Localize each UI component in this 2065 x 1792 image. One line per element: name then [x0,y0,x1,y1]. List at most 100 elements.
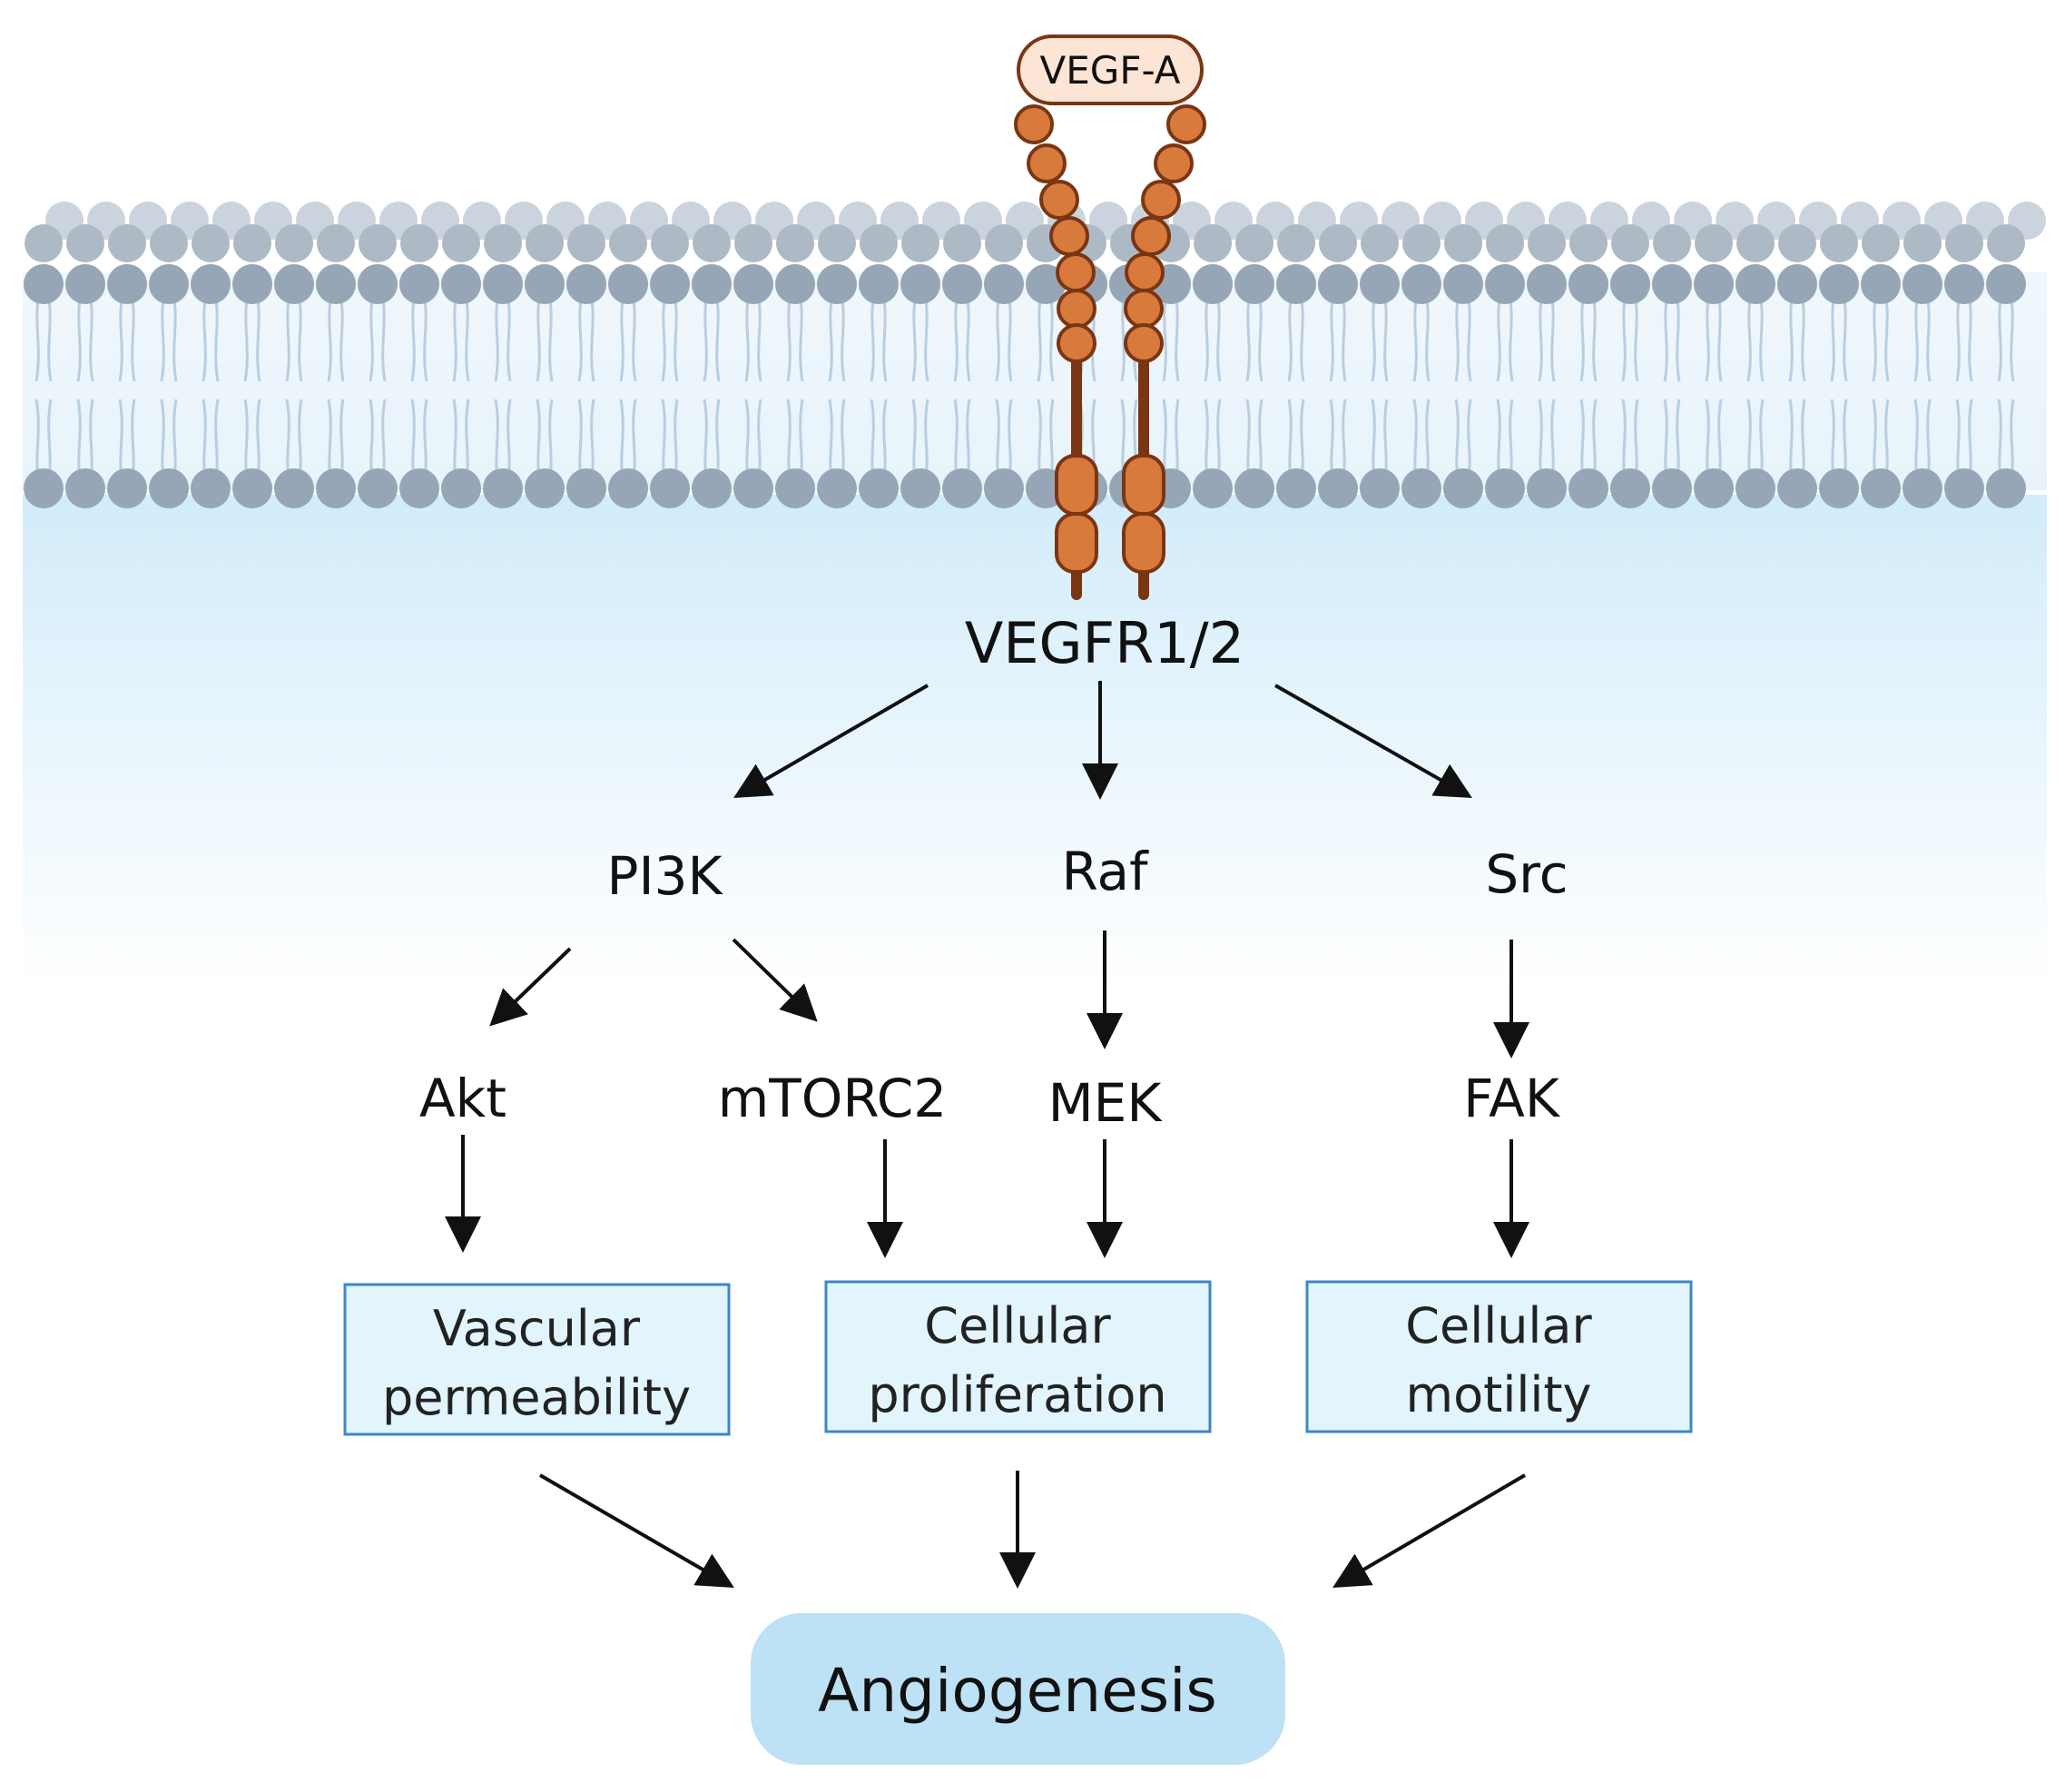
receptor-domain [1141,180,1181,220]
result-label: Angiogenesis [818,1656,1217,1726]
lipid-head [192,224,230,262]
cytoplasm-background [23,495,2047,990]
lipid-head [817,468,857,508]
lipid-head [1986,468,2026,508]
outcome-motility-line1: Cellular [1405,1297,1592,1354]
kinase-domain [1055,454,1098,516]
lipid-tail-upper [870,299,875,382]
lipid-head [817,264,857,304]
lipid-tail-upper [1496,299,1501,382]
lipid-head [1485,468,1525,508]
lipid-tail-upper [841,299,846,382]
lipid-tail-upper [1579,299,1585,382]
lipid-tail-upper [1746,299,1752,382]
lipid-head [985,224,1023,262]
lipid-head [1444,224,1482,262]
lipid-tail-upper [1258,299,1264,382]
lipid-head [1276,468,1316,508]
lipid-head [1568,468,1608,508]
lipid-tail-upper [715,299,721,382]
lipid-tail-upper [172,299,178,382]
lipid-head [191,468,231,508]
lipid-tail-upper [1454,299,1460,382]
lipid-head [316,468,356,508]
lipid-tail-upper [1717,299,1723,382]
cell-membrane [23,202,2047,508]
lipid-head [1778,224,1816,262]
lipid-tail-upper [1830,299,1835,382]
node-fak: FAK [1463,1068,1561,1129]
lipid-head [399,468,439,508]
lipid-tail-upper [674,299,679,382]
lipid-head [609,224,647,262]
lipid-tail-upper [1801,299,1806,382]
lipid-tail-upper [298,299,303,382]
lipid-tail-upper [966,299,971,382]
lipid-tail-upper [577,299,583,382]
arrow-vascular-to-angiogenesis [538,1473,734,1589]
outcome-motility-line2: motility [1406,1366,1592,1423]
outcome-box-motility [1305,1280,1693,1433]
lipid-head [526,224,564,262]
lipid-tail-upper [1705,299,1710,382]
lipid-head [525,468,565,508]
lipid-head [149,264,189,304]
lipid-head [859,264,899,304]
lipid-heads-inner-row [24,468,2026,508]
node-src: Src [1485,843,1568,905]
membrane-interior [23,272,2047,490]
lipid-head [775,264,815,304]
lipid-tail-upper [757,299,762,382]
arrow-motility-to-angiogenesis [1332,1473,1527,1589]
lipid-head [1528,224,1566,262]
arrow-receptor-to-src [1274,684,1472,798]
lipid-tail-upper [1245,299,1251,382]
lipid-tail-upper [1621,299,1627,382]
lipid-head [1527,264,1567,304]
lipid-head [484,224,522,262]
lipid-head [274,468,314,508]
lipid-tail-upper [118,299,123,382]
lipid-tail-upper [1663,299,1668,382]
kinase-domain [1122,454,1165,516]
lipid-head [1861,264,1901,304]
lipid-head [1777,468,1817,508]
lipid-head [1611,224,1649,262]
lipid-tail-upper [1884,299,1890,382]
outcome-box-vascular [343,1283,731,1436]
receptor-label: VEGFR1/2 [965,610,1244,676]
receptor-domain [1154,143,1194,183]
lipid-tail-upper [1162,299,1167,382]
lipid-tail-upper [1997,299,2002,382]
lipid-tail-upper [339,299,345,382]
lipid-head [1819,468,1859,508]
lipid-head [566,468,606,508]
lipid-tail-upper [1968,299,1973,382]
lipid-tail-upper [381,299,387,382]
lipid-tail-upper [89,299,94,382]
lipid-head [1443,264,1483,304]
lipid-tail-upper [1955,299,1961,382]
arrow-pi3k-to-akt [489,947,572,1027]
lipid-head [1987,224,2025,262]
lipid-head [24,468,64,508]
lipid-tail-upper [911,299,917,382]
lipid-head [1361,224,1399,262]
lipid-head [24,264,64,304]
lipid-head [149,468,189,508]
lipid-head [25,224,63,262]
lipid-tail-upper [882,299,888,382]
lipid-head [191,264,231,304]
receptor-domain [1124,289,1164,329]
lipid-head [1610,468,1650,508]
outcome-box-proliferation [824,1280,1212,1433]
lipid-tail-upper [452,299,457,382]
lipid-tail-upper [202,299,207,382]
lipid-head [859,468,899,508]
kinase-domain [1122,512,1165,574]
lipid-head [1485,264,1525,304]
receptor-domain [1057,323,1096,363]
lipid-head [860,224,898,262]
receptor-domain [1166,104,1206,144]
lipid-head [1945,224,1983,262]
